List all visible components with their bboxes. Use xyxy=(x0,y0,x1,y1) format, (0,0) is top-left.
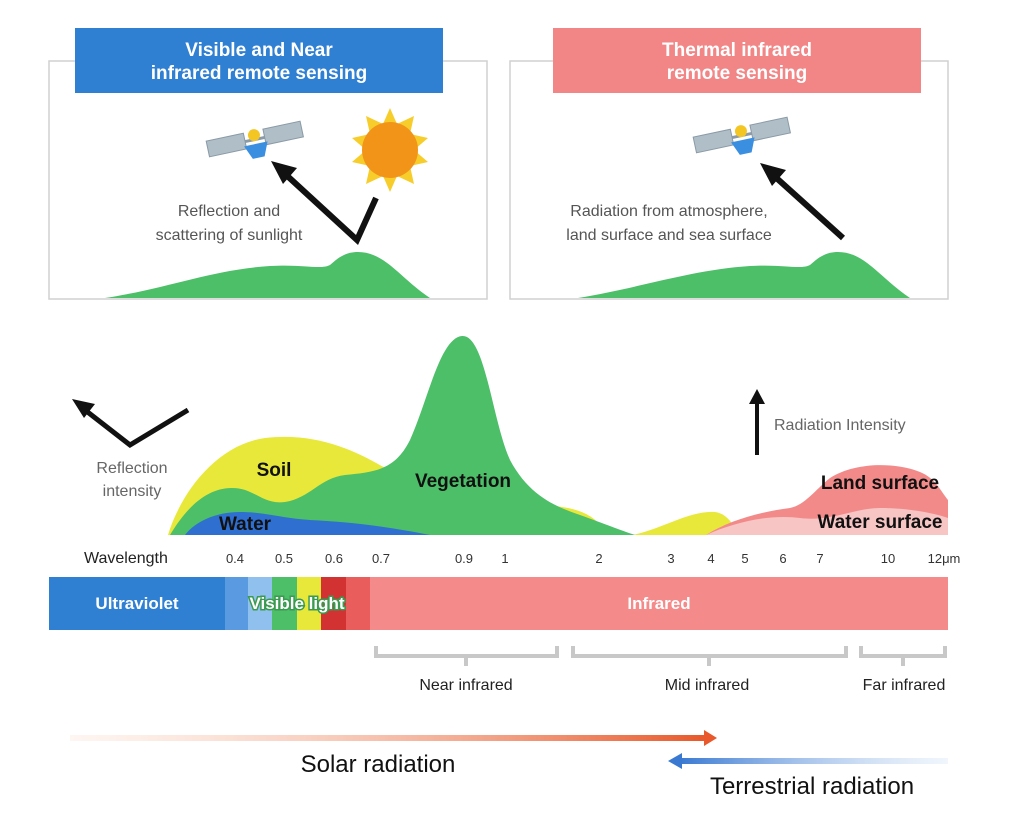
radiation-caption-line2: land surface and sea surface xyxy=(566,227,772,244)
wavelength-tick: 12μm xyxy=(928,551,961,566)
land-surface-label: Land surface xyxy=(821,473,939,494)
right-hill xyxy=(578,252,910,298)
wavelength-tick: 5 xyxy=(741,551,748,566)
water-surface-label: Water surface xyxy=(818,512,943,533)
infrared-range-brackets xyxy=(374,646,947,666)
mid-infrared-bracket xyxy=(571,646,848,666)
near-infrared-label: Near infrared xyxy=(419,677,512,694)
terrestrial-radiation-label: Terrestrial radiation xyxy=(710,773,914,800)
wavelength-tick: 2 xyxy=(595,551,602,566)
radiation-arrow-icon xyxy=(760,163,846,241)
water-label: Water xyxy=(219,514,272,535)
near-infrared-bracket xyxy=(374,646,559,666)
wavelength-tick: 0.4 xyxy=(226,551,244,566)
ultraviolet-band xyxy=(49,577,225,630)
radiation-intensity-arrow-icon xyxy=(749,389,765,455)
wavelength-tick: 7 xyxy=(816,551,823,566)
mid-infrared-label: Mid infrared xyxy=(665,677,749,694)
thermal-header xyxy=(553,28,921,93)
sun-icon xyxy=(352,108,428,192)
reflection-axis-arrow-icon xyxy=(72,399,190,449)
reflection-caption-line1: Reflection and xyxy=(178,203,280,220)
reflection-caption-line2: scattering of sunlight xyxy=(156,227,303,244)
wavelength-tick: 0.6 xyxy=(325,551,343,566)
solar-radiation-label: Solar radiation xyxy=(301,751,456,778)
visible-nir-header-line1: Visible and Near xyxy=(185,40,333,61)
spectrum-bar: Ultraviolet Visible light Infrared xyxy=(49,577,948,630)
visible-nir-header xyxy=(75,28,443,93)
vegetation-curve xyxy=(170,335,635,535)
wavelength-title: Wavelength xyxy=(84,550,168,567)
radiation-intensity-label: Radiation Intensity xyxy=(774,417,906,434)
thermal-panel: Thermal infrared remote sensing Radiatio… xyxy=(509,28,949,300)
ultraviolet-label: Ultraviolet xyxy=(95,594,178,613)
vegetation-label: Vegetation xyxy=(415,471,511,492)
thermal-header-line2: remote sensing xyxy=(667,63,807,84)
wavelength-ticks: 0.4 0.5 0.6 0.7 0.9 1 2 3 4 5 6 7 10 12μ… xyxy=(226,551,960,566)
wavelength-tick: 0.9 xyxy=(455,551,473,566)
terrestrial-radiation-arrow-icon xyxy=(668,753,948,769)
far-infrared-label: Far infrared xyxy=(863,677,946,694)
wavelength-tick: 0.5 xyxy=(275,551,293,566)
infrared-band xyxy=(370,577,948,630)
water-curve xyxy=(185,512,430,535)
visible-light-label: Visible light xyxy=(249,594,344,613)
solar-radiation-arrow-icon xyxy=(70,730,717,746)
reflection-intensity-label-line2: intensity xyxy=(103,483,162,500)
wavelength-tick: 10 xyxy=(881,551,895,566)
radiation-caption-line1: Radiation from atmosphere, xyxy=(570,203,767,220)
water-surface-curve xyxy=(706,508,948,535)
spectral-curves xyxy=(168,335,948,535)
wavelength-tick: 0.7 xyxy=(372,551,390,566)
visible-nir-panel: Visible and Near infrared remote sensing… xyxy=(48,28,488,300)
wavelength-tick: 4 xyxy=(707,551,714,566)
thermal-header-line1: Thermal infrared xyxy=(662,40,812,61)
satellite-icon xyxy=(205,120,304,159)
wavelength-tick: 6 xyxy=(779,551,786,566)
satellite-icon xyxy=(692,116,791,155)
left-hill xyxy=(105,252,430,298)
infrared-label: Infrared xyxy=(627,594,690,613)
visible-nir-header-line2: infrared remote sensing xyxy=(151,63,367,84)
wavelength-tick: 3 xyxy=(667,551,674,566)
soil-label: Soil xyxy=(257,460,292,481)
reflection-intensity-label-line1: Reflection xyxy=(96,460,167,477)
far-infrared-bracket xyxy=(859,646,947,666)
reflection-arrow-icon xyxy=(271,161,379,246)
wavelength-tick: 1 xyxy=(501,551,508,566)
